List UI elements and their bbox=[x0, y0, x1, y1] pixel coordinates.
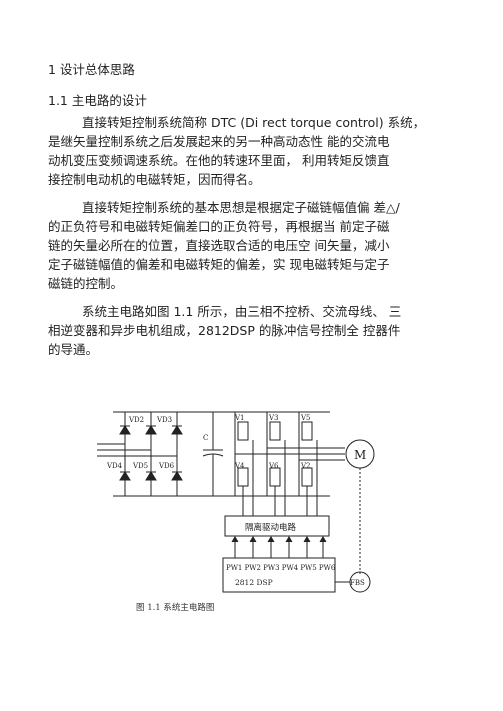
switch-label-v3: V3 bbox=[268, 414, 279, 422]
diode-label-vd4: VD4 bbox=[106, 462, 123, 470]
section-heading: 1 设计总体思路 bbox=[48, 62, 135, 77]
diode-label-vd3: VD3 bbox=[156, 416, 172, 424]
switch-label-v4: V4 bbox=[234, 462, 245, 470]
diode-label-vd6: VD6 bbox=[158, 462, 175, 470]
capacitor-label: C bbox=[203, 434, 208, 442]
switch-label-v6: V6 bbox=[268, 462, 279, 470]
text-line: 的导通。 bbox=[48, 342, 99, 357]
diode-label-vd5: VD5 bbox=[132, 462, 148, 470]
text-line: 磁链的控制。 bbox=[48, 276, 124, 291]
switch-label-v2: V2 bbox=[300, 462, 311, 470]
isolation-driver-box bbox=[224, 515, 330, 537]
dc-link-capacitor bbox=[202, 412, 224, 496]
text-line: 接控制电动机的电磁转矩，因而得名。 bbox=[48, 172, 261, 187]
driver-box-label: 隔离驱动电路 bbox=[245, 522, 297, 533]
paragraph-3: 系统主电路如图 1.1 所示，由三相不控桥、交流母线、 三 相逆变器和异步电机组… bbox=[48, 302, 456, 359]
paragraph-1: 直接转矩控制系统简称 DTC (Di rect torque control) … bbox=[48, 113, 456, 189]
text-line: 相逆变器和异步电机组成，2812DSP 的脉冲信号控制全 控器件 bbox=[48, 323, 401, 338]
text-line: 的正负符号和电磁转矩偏差口的正负符号，再根据当 前定子磁 bbox=[48, 219, 390, 234]
text-line: 链的矢量必所在的位置，直接选取合适的电压空 间矢量，减小 bbox=[48, 238, 390, 253]
ac-input-lines bbox=[97, 443, 113, 457]
pwm-arrows bbox=[231, 536, 327, 558]
fbs-label: FBS bbox=[350, 579, 365, 587]
text-line: 动机变压变频调速系统。在他的转速环里面， 利用转矩反馈直 bbox=[48, 153, 390, 168]
dsp-label: 2812 DSP bbox=[235, 578, 273, 587]
inverter-bridge bbox=[234, 412, 345, 516]
text-line: 直接转矩控制系统简称 DTC (Di rect torque control) … bbox=[82, 115, 426, 130]
text-line: 直接转矩控制系统的基本思想是根据定子磁链幅值偏 差△/ bbox=[82, 200, 400, 215]
switch-label-v5: V5 bbox=[300, 414, 311, 422]
text-line: 定子磁链幅值的偏差和电磁转矩的偏差，实 现电磁转矩与定子 bbox=[48, 257, 390, 272]
switch-label-v1: V1 bbox=[234, 414, 245, 422]
main-circuit-diagram: VD2 VD3 VD4 VD5 VD6 C bbox=[97, 411, 375, 593]
text-line: 系统主电路如图 1.1 所示，由三相不控桥、交流母线、 三 bbox=[82, 304, 402, 319]
figure-caption: 图 1.1 系统主电路图 bbox=[136, 603, 215, 613]
diode-label-vd2: VD2 bbox=[128, 416, 144, 424]
dsp-box bbox=[222, 557, 336, 593]
pwm-signal-labels: PW1 PW2 PW3 PW4 PW5 PW6 bbox=[226, 564, 336, 572]
motor-label: M bbox=[354, 448, 366, 462]
rectifier-bridge bbox=[113, 412, 183, 496]
paragraph-2: 直接转矩控制系统的基本思想是根据定子磁链幅值偏 差△/ 的正负符号和电磁转矩偏差… bbox=[48, 198, 456, 293]
subsection-heading: 1.1 主电路的设计 bbox=[48, 93, 147, 108]
text-line: 是继矢量控制系统之后发展起来的另一种高动态性 能的交流电 bbox=[48, 134, 390, 149]
